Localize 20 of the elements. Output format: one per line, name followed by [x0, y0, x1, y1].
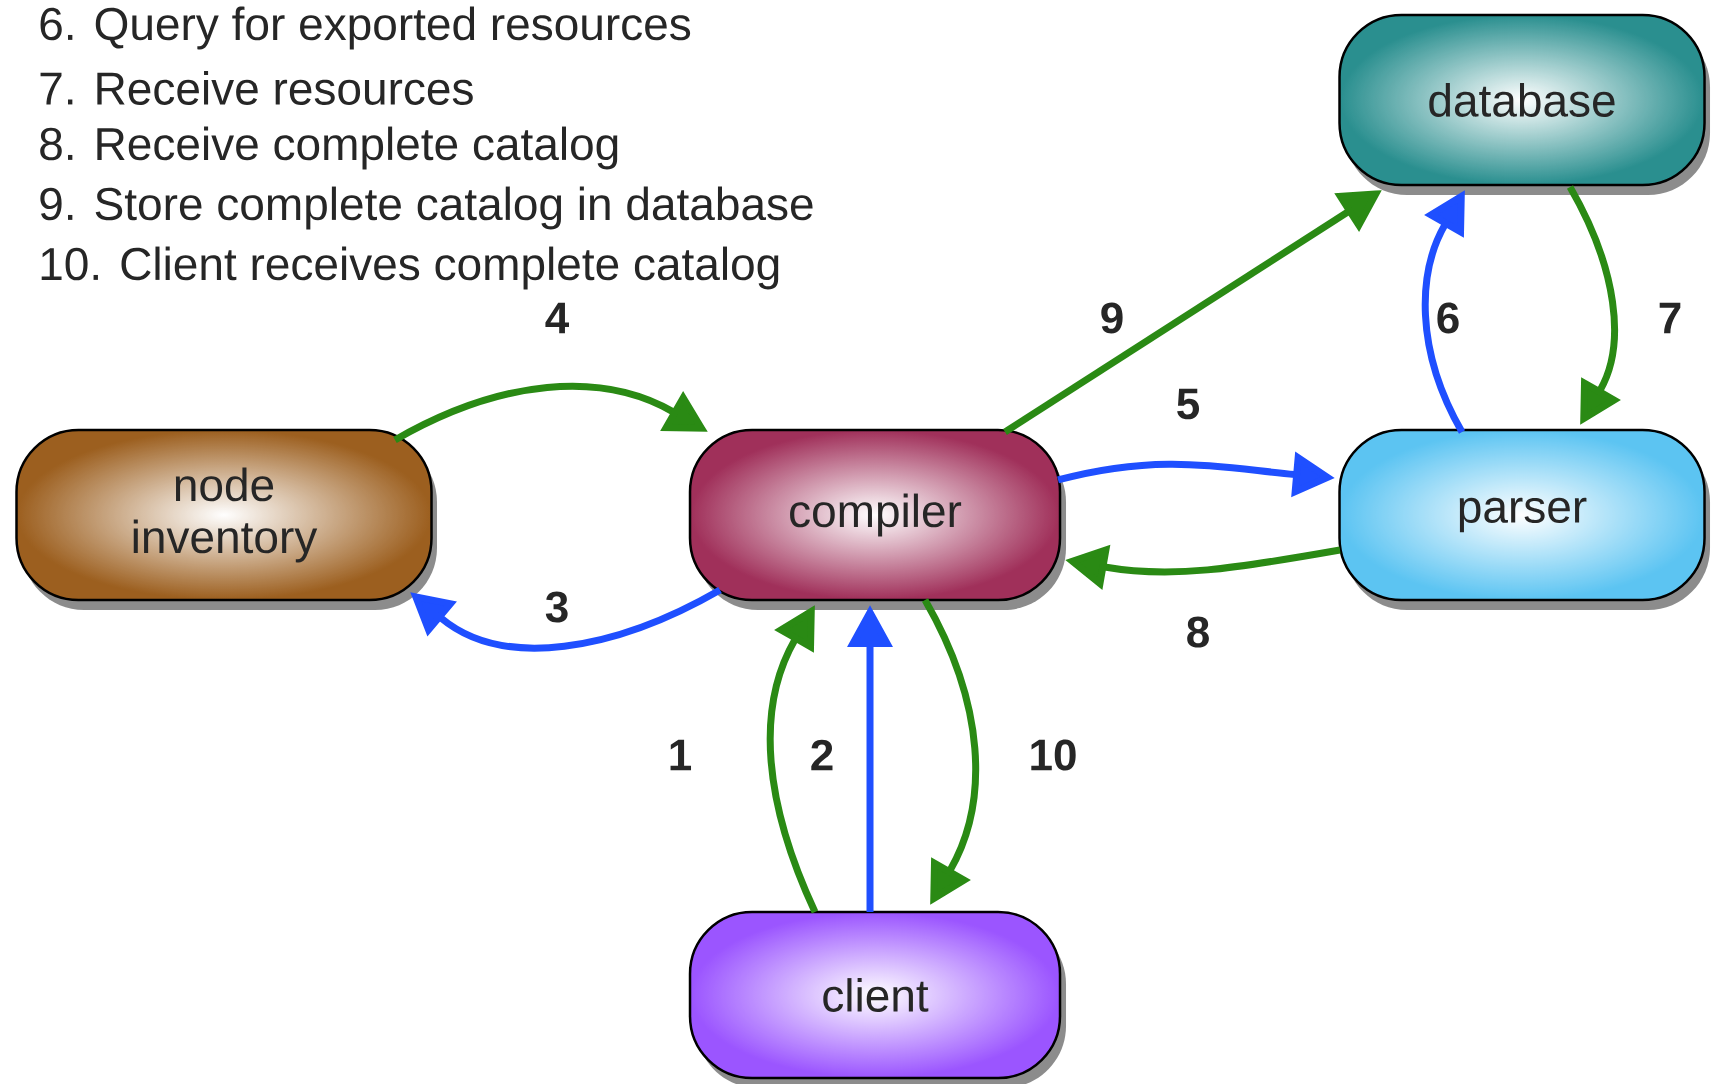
list-item: 10. Client receives complete catalog: [41, 246, 779, 290]
edge-label: 2: [811, 739, 833, 771]
process-box: parser: [1338, 428, 1706, 602]
edge-label: 1: [670, 739, 692, 771]
process-box: node inventory: [15, 428, 433, 602]
process-box: compiler: [688, 428, 1062, 602]
list-item: 9. Store complete catalog in database: [40, 186, 813, 230]
edge-label: 10: [1031, 739, 1076, 771]
edge-label: 9: [1101, 302, 1123, 334]
list-item: 7. Receive resources: [40, 71, 473, 105]
edge-label: 8: [1187, 616, 1209, 648]
edge-label: 4: [545, 302, 569, 334]
edge-label: 3: [545, 591, 568, 623]
process-box: client: [688, 910, 1062, 1080]
edge-label: 7: [1659, 302, 1681, 334]
process-box: database: [1338, 13, 1706, 187]
edge-label: 6: [1437, 302, 1459, 334]
edge-label: 5: [1177, 388, 1200, 420]
list-item: 6. Query for exported resources: [40, 6, 691, 50]
list-item: 8. Receive complete catalog: [40, 126, 618, 170]
